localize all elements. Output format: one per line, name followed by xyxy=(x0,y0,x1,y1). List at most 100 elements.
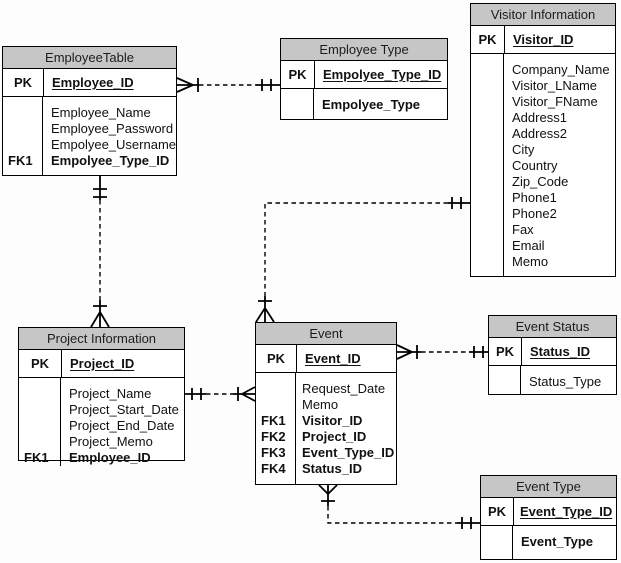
field-name: Address2 xyxy=(512,126,567,141)
field-column: Project_Name Project_Start_Date Project_… xyxy=(61,378,184,466)
field-name: Project_End_Date xyxy=(69,418,175,433)
pk-row: PK Event_Type_ID xyxy=(481,498,616,526)
pk-field: Project_ID xyxy=(70,356,135,371)
field-column: Event_Type xyxy=(513,526,616,559)
field-column: Empolyee_Type xyxy=(314,89,447,119)
field-name: Visitor_FName xyxy=(512,94,598,109)
relationship-employeetable-employeetype xyxy=(176,77,280,93)
pk-field: Event_Type_ID xyxy=(520,504,613,519)
crow-foot-and-one-marks xyxy=(185,386,256,402)
field-name: Memo xyxy=(302,397,339,412)
field-name: Request_Date xyxy=(302,381,386,396)
key-label xyxy=(8,137,42,153)
field-name: Phone1 xyxy=(512,190,557,205)
attribute-list: Status_Type xyxy=(489,366,616,394)
field-column: Company_Name Visitor_LName Visitor_FName… xyxy=(504,54,615,276)
entity-visitor-information: Visitor Information PK Visitor_ID Compan… xyxy=(470,3,616,277)
field-column: Employee_Name Employee_Password Empolyee… xyxy=(43,97,176,175)
entity-title: Event Type xyxy=(481,476,616,498)
pk-row: PK Empolyee_Type_ID xyxy=(281,61,447,89)
field-name: Project_ID xyxy=(302,429,367,444)
field-name: City xyxy=(512,142,535,157)
key-label xyxy=(261,397,295,413)
relationship-employeetable-projectinformation xyxy=(90,176,110,328)
field-column: Status_Type xyxy=(521,366,616,394)
entity-employeetable: EmployeeTable PK Employee_ID FK1 Employe… xyxy=(2,46,177,176)
pk-field: Visitor_ID xyxy=(513,32,574,47)
pk-label: PK xyxy=(256,345,297,372)
pk-label: PK xyxy=(19,350,62,377)
pk-row: PK Visitor_ID xyxy=(471,26,615,54)
field-name: Employee_ID xyxy=(69,450,151,465)
key-label xyxy=(8,105,42,121)
attribute-list: Company_Name Visitor_LName Visitor_FName… xyxy=(471,54,615,276)
entity-title: Employee Type xyxy=(281,39,447,61)
field-name: Memo xyxy=(512,254,549,269)
field-column: Request_Date Memo Visitor_ID Project_ID … xyxy=(296,373,396,484)
attribute-list: Event_Type xyxy=(481,526,616,559)
relationship-event-eventstatus xyxy=(396,344,488,360)
entity-event-status: Event Status PK Status_ID Status_Type xyxy=(488,315,617,395)
attribute-list: FK1 Project_Name Project_Start_Date Proj… xyxy=(19,378,184,466)
crow-foot-and-one-marks xyxy=(396,344,488,360)
key-label: FK2 xyxy=(261,429,286,444)
pk-field: Employee_ID xyxy=(52,75,134,90)
key-column: FK1 xyxy=(3,97,43,175)
key-label xyxy=(494,374,520,390)
key-column xyxy=(489,366,521,394)
key-column: FK1 FK2 FK3 FK4 xyxy=(256,373,296,484)
relationship-dashed-line xyxy=(264,202,448,296)
field-name: Country xyxy=(512,158,558,173)
field-name: Visitor_ID xyxy=(302,413,363,428)
key-label xyxy=(24,418,60,434)
pk-row: PK Employee_ID xyxy=(3,69,176,97)
key-label xyxy=(486,534,512,550)
field-name: Status_ID xyxy=(302,461,362,476)
pk-row: PK Project_ID xyxy=(19,350,184,378)
pk-label: PK xyxy=(3,69,44,96)
field-name: Employee_Name xyxy=(51,105,151,120)
pk-field: Status_ID xyxy=(530,344,590,359)
relationship-event-eventtype xyxy=(318,484,480,529)
entity-title: Visitor Information xyxy=(471,4,615,26)
key-label xyxy=(24,402,60,418)
pk-label: PK xyxy=(489,338,522,365)
entity-title: EmployeeTable xyxy=(3,47,176,69)
pk-label: PK xyxy=(281,61,315,88)
field-name: Event_Type_ID xyxy=(302,445,395,460)
field-name: Empolyee_Type xyxy=(322,97,421,112)
key-label xyxy=(286,97,313,113)
attribute-list: Empolyee_Type xyxy=(281,89,447,119)
key-label: FK1 xyxy=(24,450,49,465)
key-column xyxy=(471,54,504,276)
field-name: Employee_Password xyxy=(51,121,174,136)
key-label: FK1 xyxy=(261,413,286,428)
crow-foot-and-one-marks xyxy=(318,484,480,529)
field-name: Visitor_LName xyxy=(512,78,598,93)
field-name: Phone2 xyxy=(512,206,557,221)
key-label xyxy=(24,386,60,402)
field-name: Company_Name xyxy=(512,62,610,77)
key-label: FK4 xyxy=(261,461,286,476)
key-column xyxy=(281,89,314,119)
attribute-list: FK1 Employee_Name Employee_Password Empo… xyxy=(3,97,176,175)
crow-foot-and-one-marks xyxy=(255,197,470,323)
crow-foot-and-one-marks xyxy=(176,77,280,93)
pk-field: Event_ID xyxy=(305,351,361,366)
key-label xyxy=(261,381,295,397)
relationship-projectinformation-event xyxy=(185,386,256,402)
key-label: FK3 xyxy=(261,445,286,460)
entity-title: Project Information xyxy=(19,328,184,350)
field-name: Project_Memo xyxy=(69,434,153,449)
field-name: Address1 xyxy=(512,110,567,125)
pk-label: PK xyxy=(481,498,514,525)
field-name: Zip_Code xyxy=(512,174,569,189)
entity-event-type: Event Type PK Event_Type_ID Event_Type xyxy=(480,475,617,560)
key-column xyxy=(481,526,513,559)
field-name: Project_Start_Date xyxy=(69,402,179,417)
pk-field: Empolyee_Type_ID xyxy=(323,67,442,82)
entity-employee-type: Employee Type PK Empolyee_Type_ID Empoly… xyxy=(280,38,448,120)
pk-label: PK xyxy=(471,26,505,53)
entity-title: Event Status xyxy=(489,316,616,338)
